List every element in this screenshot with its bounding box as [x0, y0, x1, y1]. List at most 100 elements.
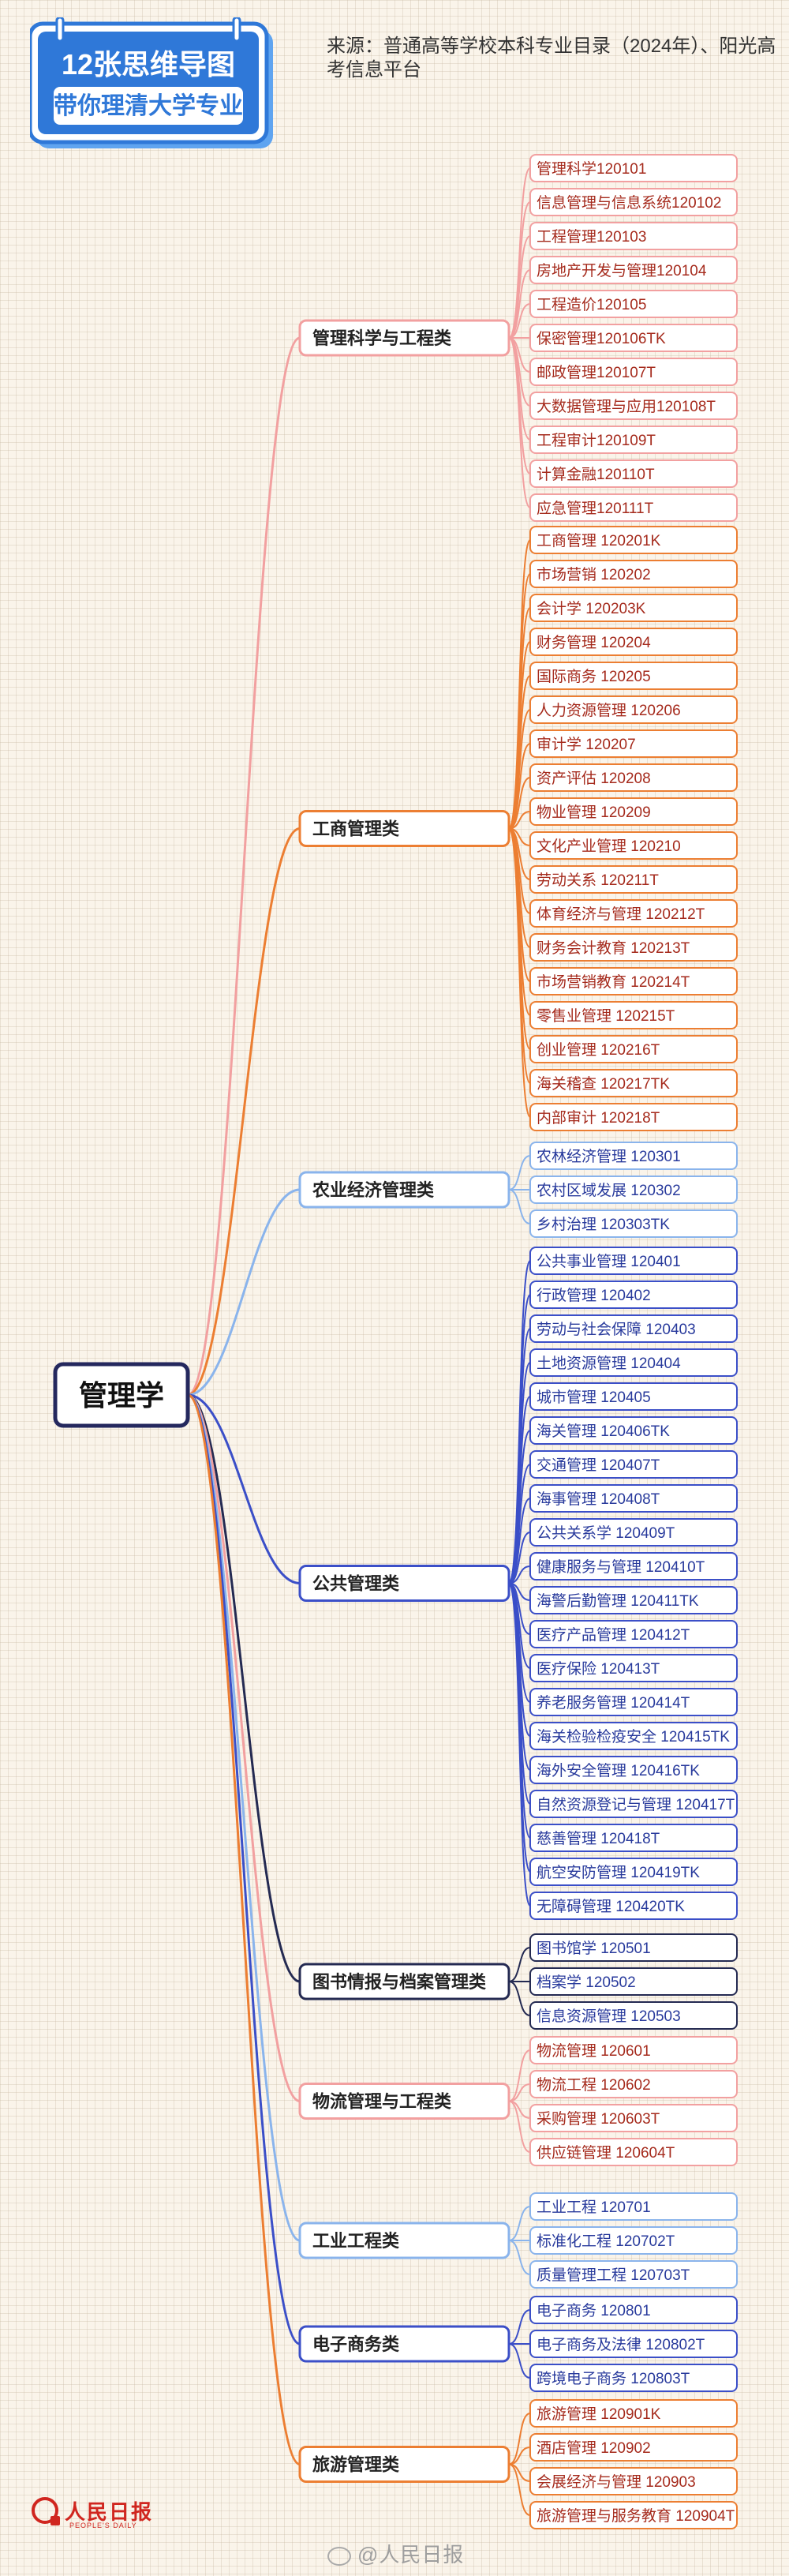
category-box: [298, 2083, 510, 2120]
major-box: [529, 2226, 738, 2255]
major-node: 保密管理120106TK: [529, 324, 738, 352]
major-box: [529, 763, 738, 792]
major-node: 会展经济与管理 120903: [529, 2467, 738, 2495]
major-node: 土地资源管理 120404: [529, 1348, 738, 1377]
major-box: [529, 1892, 738, 1920]
major-node: 航空安防管理 120419TK: [529, 1858, 738, 1886]
major-label: 工程造价120105: [537, 296, 646, 313]
root-label: 管理学: [79, 1379, 164, 1412]
major-node: 自然资源登记与管理 120417T: [529, 1790, 738, 1818]
major-box: [529, 2364, 738, 2392]
major-node: 工程造价120105: [529, 290, 738, 318]
title-line-2: 带你理清大学专业: [54, 92, 243, 119]
category-node: 工商管理类: [298, 810, 510, 847]
major-box: [529, 526, 738, 554]
major-box: [529, 1933, 738, 1962]
major-label: 供应链管理 120604T: [537, 2144, 675, 2162]
major-box: [529, 1824, 738, 1852]
category-label: 工商管理类: [312, 819, 400, 839]
major-box: [529, 1858, 738, 1886]
major-node: 标准化工程 120702T: [529, 2226, 738, 2255]
leaf-connector: [508, 777, 531, 830]
major-node: 医疗产品管理 120412T: [529, 1620, 738, 1648]
category-node: 旅游管理类: [298, 2446, 510, 2483]
major-node: 酒店管理 120902: [529, 2433, 738, 2462]
major-node: 房地产开发与管理120104: [529, 256, 738, 284]
leaf-connector: [508, 269, 531, 339]
major-node: 城市管理 120405: [529, 1382, 738, 1411]
leaf-connector: [508, 201, 531, 339]
major-box: [529, 967, 738, 996]
major-box: [529, 154, 738, 182]
major-label: 财务管理 120204: [537, 634, 651, 651]
major-node: 工业工程 120701: [529, 2192, 738, 2221]
major-node: 零售业管理 120215T: [529, 1001, 738, 1029]
category-node: 图书情报与档案管理类: [298, 1963, 510, 2000]
major-label: 交通管理 120407T: [537, 1457, 660, 1474]
connector-layer: [187, 167, 531, 2516]
leaf-connector: [508, 1532, 531, 1584]
major-box: [529, 729, 738, 758]
major-label: 海警后勤管理 120411TK: [537, 1592, 699, 1610]
logo-text: 人民日报: [65, 2499, 154, 2524]
major-label: 土地资源管理 120404: [537, 1355, 681, 1372]
major-label: 管理科学120101: [537, 160, 646, 178]
category-node: 公共管理类: [298, 1565, 510, 1602]
major-label: 慈善管理 120418T: [537, 1830, 660, 1847]
category-label: 公共管理类: [312, 1574, 400, 1594]
major-label: 海关管理 120406TK: [537, 1423, 670, 1440]
major-box: [529, 2433, 738, 2462]
major-node: 市场营销 120202: [529, 560, 738, 588]
major-box: [529, 662, 738, 690]
major-label: 创业管理 120216T: [537, 1041, 660, 1059]
leaf-connector: [508, 1498, 531, 1584]
major-node: 内部审计 120218T: [529, 1103, 738, 1131]
people-daily-logo-mark: [32, 2497, 60, 2525]
major-label: 海事管理 120408T: [537, 1490, 660, 1508]
major-node: 慈善管理 120418T: [529, 1824, 738, 1852]
leaf-connector: [508, 2049, 531, 2102]
major-node: 信息资源管理 120503: [529, 2001, 738, 2030]
major-box: [529, 358, 738, 386]
major-node: 文化产业管理 120210: [529, 831, 738, 860]
major-box: [529, 2192, 738, 2221]
major-box: [529, 865, 738, 894]
leaf-connector: [508, 607, 531, 830]
leaf-connector: [508, 1155, 531, 1191]
major-box: [529, 1001, 738, 1029]
major-box: [529, 1552, 738, 1580]
root-node: 管理学: [53, 1362, 190, 1428]
logo-subtext: PEOPLE'S DAILY: [69, 2522, 137, 2529]
major-label: 文化产业管理 120210: [537, 838, 681, 855]
major-node: 海关检验检疫安全 120415TK: [529, 1722, 738, 1750]
major-label: 医疗产品管理 120412T: [537, 1626, 690, 1644]
watermark-text: @人民日报: [357, 2543, 465, 2567]
root-branch-connector: [187, 1393, 301, 2465]
major-box: [529, 560, 738, 588]
major-box: [529, 188, 738, 216]
major-box: [529, 1722, 738, 1750]
major-label: 航空安防管理 120419TK: [537, 1864, 700, 1881]
major-label: 体育经济与管理 120212T: [537, 906, 705, 923]
major-box: [529, 1247, 738, 1275]
category-node: 农业经济管理类: [298, 1171, 510, 1209]
major-label: 海外安全管理 120416TK: [537, 1762, 700, 1779]
root-branch-connector: [187, 1393, 301, 2242]
major-label: 市场营销 120202: [537, 566, 651, 583]
major-label: 工程审计120109T: [537, 432, 656, 449]
major-node: 无障碍管理 120420TK: [529, 1892, 738, 1920]
major-node: 档案学 120502: [529, 1967, 738, 1996]
major-box: [529, 2104, 738, 2132]
major-node: 农村区域发展 120302: [529, 1176, 738, 1204]
major-label: 旅游管理 120901K: [537, 2405, 661, 2423]
major-label: 标准化工程 120702T: [537, 2233, 675, 2250]
major-node: 邮政管理120107T: [529, 358, 738, 386]
major-node: 创业管理 120216T: [529, 1035, 738, 1063]
major-label: 会展经济与管理 120903: [537, 2473, 696, 2491]
major-box: [529, 2138, 738, 2166]
major-label: 审计学 120207: [537, 736, 636, 753]
major-box: [529, 899, 738, 928]
major-node: 采购管理 120603T: [529, 2104, 738, 2132]
root-branch-connector: [187, 1393, 301, 1584]
